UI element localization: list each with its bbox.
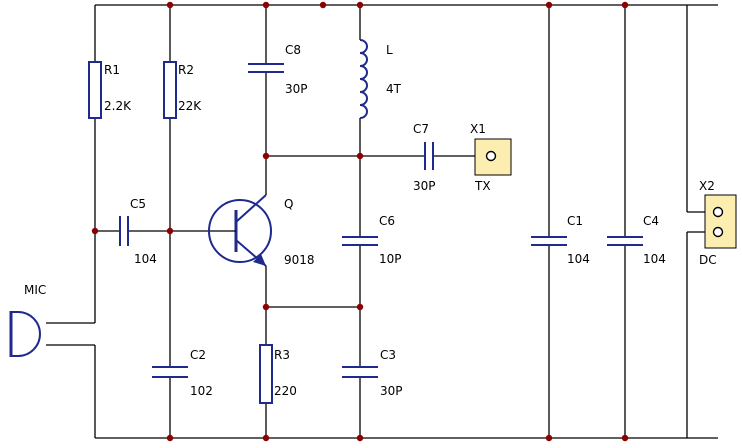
c8-value: 30P xyxy=(285,82,308,96)
c3-label: C3 xyxy=(380,348,396,362)
c1-label: C1 xyxy=(567,214,583,228)
c4-label: C4 xyxy=(643,214,659,228)
junctions xyxy=(91,1,629,442)
r3-label: R3 xyxy=(274,348,290,362)
junction-dot xyxy=(91,227,99,235)
c6-label: C6 xyxy=(379,214,395,228)
c7-label: C7 xyxy=(413,122,429,136)
c1-value: 104 xyxy=(567,252,590,266)
junction-dot xyxy=(166,1,174,9)
r1-value: 2.2K xyxy=(104,99,132,113)
transistor-q-symbol xyxy=(208,194,272,267)
junction-dot xyxy=(262,1,270,9)
junction-dot xyxy=(262,303,270,311)
c7-value: 30P xyxy=(413,179,436,193)
inductor-l-coil xyxy=(359,39,368,119)
capacitor-c5-symbol xyxy=(119,216,129,246)
capacitor-c4-symbol xyxy=(607,236,643,246)
r1-label: R1 xyxy=(104,63,120,77)
c4-value: 104 xyxy=(643,252,666,266)
junction-dot xyxy=(621,434,629,442)
wires xyxy=(46,4,718,439)
junction-dot xyxy=(621,1,629,9)
junction-dot xyxy=(356,152,364,160)
junction-dot xyxy=(262,434,270,442)
c6-value: 10P xyxy=(379,252,402,266)
junction-dot xyxy=(356,1,364,9)
junction-dot xyxy=(166,227,174,235)
junction-dot xyxy=(166,434,174,442)
x1-value: TX xyxy=(474,179,491,193)
capacitor-c6-symbol xyxy=(342,236,378,246)
q-value: 9018 xyxy=(284,253,315,267)
x2-label: X2 xyxy=(699,179,715,193)
resistor-r3-body xyxy=(259,344,273,404)
junction-dot xyxy=(356,303,364,311)
x2-value: DC xyxy=(699,253,717,267)
x1-label: X1 xyxy=(470,122,486,136)
mic-label: MIC xyxy=(24,283,46,297)
junction-dot xyxy=(262,152,270,160)
junction-dot xyxy=(319,1,327,9)
connector-x2 xyxy=(704,194,737,249)
connector-x1 xyxy=(474,138,512,176)
c5-value: 104 xyxy=(134,252,157,266)
r2-label: R2 xyxy=(178,63,194,77)
capacitor-c3-symbol xyxy=(342,366,378,378)
junction-dot xyxy=(545,1,553,9)
l-label: L xyxy=(386,43,393,57)
capacitor-c2-symbol xyxy=(152,366,188,378)
capacitor-c8-symbol xyxy=(248,63,284,73)
c5-label: C5 xyxy=(130,197,146,211)
emitter-arrow xyxy=(253,254,266,266)
microphone-symbol xyxy=(9,311,41,357)
resistor-r2-body xyxy=(163,61,177,119)
c2-label: C2 xyxy=(190,348,206,362)
resistor-r1-body xyxy=(88,61,102,119)
r3-value: 220 xyxy=(274,384,297,398)
r2-value: 22K xyxy=(178,99,202,113)
l-value: 4T xyxy=(386,82,402,96)
c8-label: C8 xyxy=(285,43,301,57)
c2-value: 102 xyxy=(190,384,213,398)
junction-dot xyxy=(356,434,364,442)
capacitor-c7-symbol xyxy=(424,142,434,170)
q-label: Q xyxy=(284,197,293,211)
c3-value: 30P xyxy=(380,384,403,398)
capacitor-c1-symbol xyxy=(531,236,567,246)
junction-dot xyxy=(545,434,553,442)
